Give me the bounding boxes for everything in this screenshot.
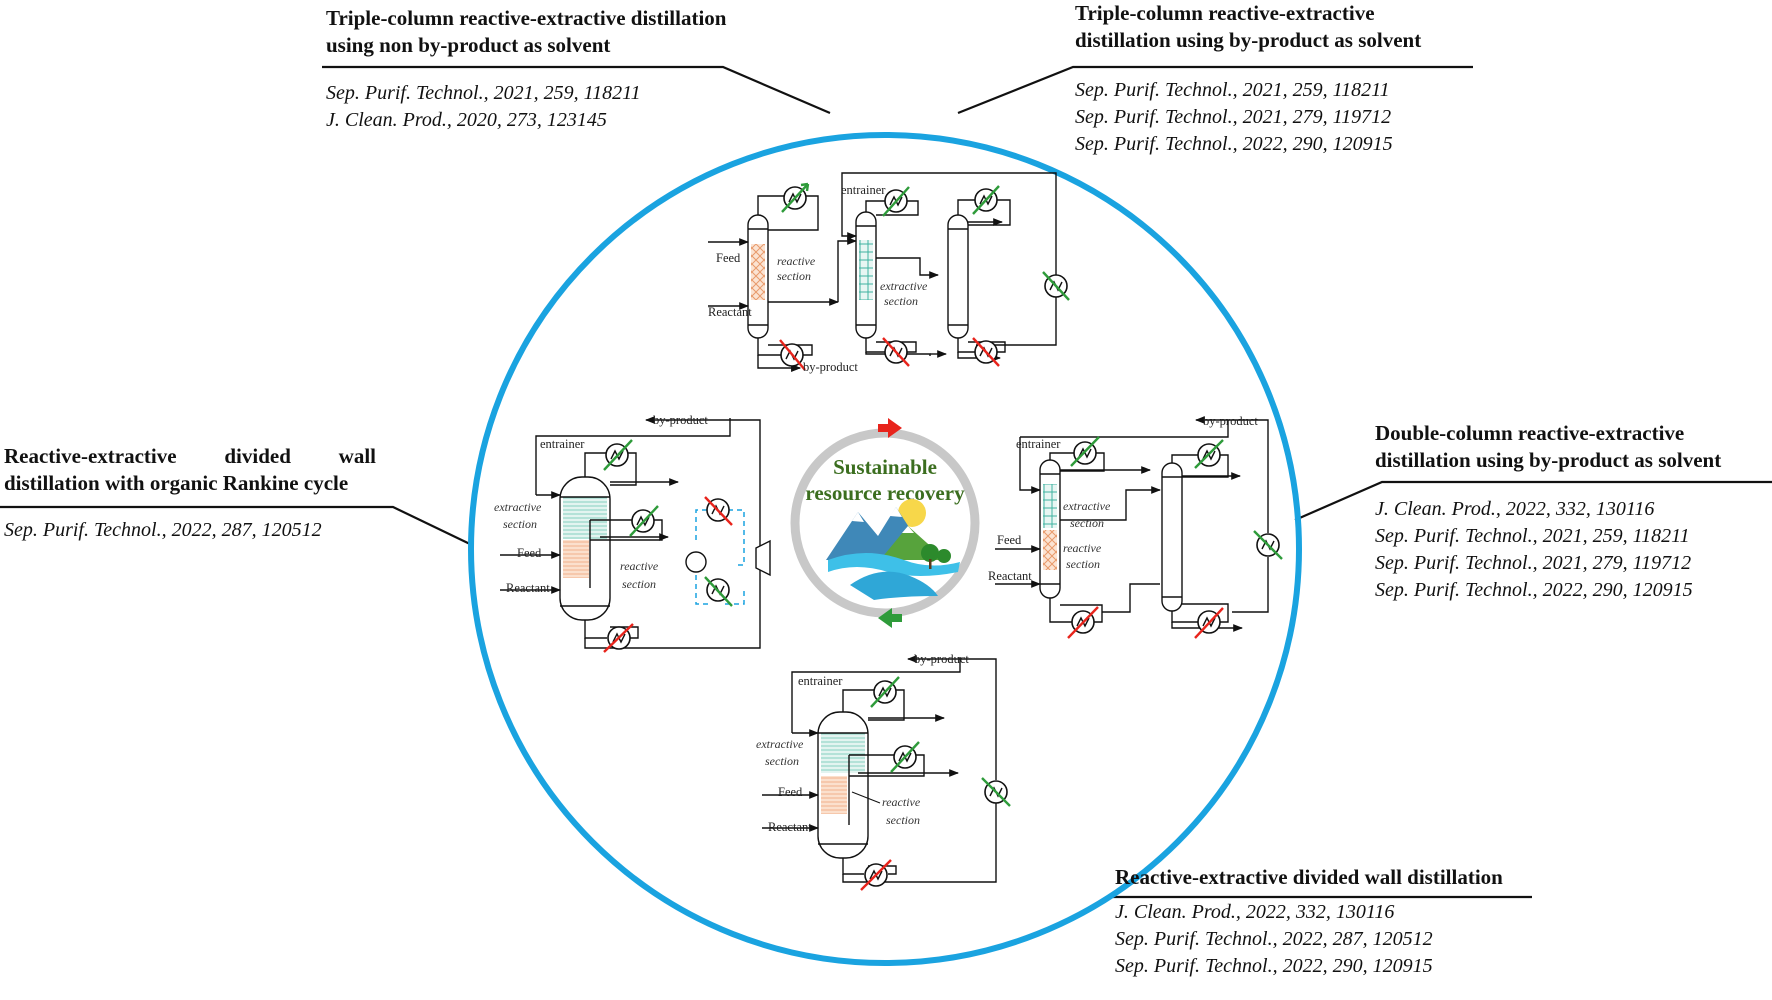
label-section: section (886, 813, 920, 827)
label-entrainer: entrainer (540, 437, 585, 451)
right-diagram-labels: by-product entrainer extractive section … (988, 414, 1258, 583)
left-diagram-heat-exchangers (605, 443, 730, 650)
bottom-diagram-labels: by-product entrainer extractive section … (756, 652, 969, 834)
label-section: section (765, 754, 799, 768)
mountain-landscape-icon (826, 499, 960, 600)
label-reactant: Reactant (506, 581, 550, 595)
caption-references: Sep. Purif. Technol., 2021, 259, 118211 … (1075, 77, 1421, 158)
caption-left: Reactive-extractive divided wall distill… (4, 443, 376, 544)
label-section: section (777, 269, 811, 283)
reference-item: Sep. Purif. Technol., 2022, 287, 120512 (4, 519, 322, 541)
reference-item: Sep. Purif. Technol., 2021, 279, 119712 (1075, 106, 1392, 128)
label-by-product: by-product (1203, 414, 1258, 428)
leader-top-left (322, 65, 831, 115)
label-section: section (622, 577, 656, 591)
arrow-top-icon (878, 418, 902, 438)
top-diagram-heat-exchangers (780, 186, 1068, 367)
top-diagram-labels: Feed Reactant reactive section extractiv… (708, 183, 928, 374)
caption-title-line: Reactive-extractive divided wall distill… (1115, 865, 1503, 889)
caption-title: Reactive-extractive divided wall distill… (1115, 864, 1503, 891)
caption-title: Triple-column reactive-extractive distil… (326, 5, 726, 59)
caption-title-line: using non by-product as solvent (326, 33, 611, 57)
label-section: section (1066, 557, 1100, 571)
orc-equipment (685, 539, 771, 577)
diagram-divided-wall-orc-left (500, 416, 761, 649)
label-section: section (1070, 516, 1104, 530)
reference-item: Sep. Purif. Technol., 2021, 259, 118211 (326, 82, 641, 104)
caption-bottom-right: Reactive-extractive divided wall distill… (1115, 864, 1503, 980)
diagram-double-column-right (995, 416, 1269, 632)
center-emblem: Sustainable resource recovery (790, 418, 980, 628)
reference-item: Sep. Purif. Technol., 2022, 287, 120512 (1115, 928, 1433, 950)
label-by-product: by-product (914, 652, 969, 666)
label-extractive: extractive (880, 279, 928, 293)
caption-title: Reactive-extractive divided wall distill… (4, 443, 376, 497)
top-diagram-arrows (779, 182, 1070, 371)
reference-item: Sep. Purif. Technol., 2022, 290, 120915 (1115, 955, 1433, 977)
arrow-bottom-icon (878, 608, 902, 628)
bottom-diagram-arrows (860, 676, 1011, 891)
caption-top-right: Triple-column reactive-extractive distil… (1075, 0, 1421, 158)
caption-title-line: distillation with organic Rankine cycle (4, 471, 349, 495)
label-feed: Feed (997, 533, 1022, 547)
label-reactant: Reactant (988, 569, 1032, 583)
label-reactive: reactive (620, 559, 659, 573)
label-feed: Feed (716, 251, 741, 265)
leader-left (0, 505, 473, 546)
bottom-diagram-heat-exchangers (864, 680, 1008, 887)
leader-top-right (957, 65, 1473, 115)
caption-references: Sep. Purif. Technol., 2022, 287, 120512 (4, 517, 376, 544)
caption-title-line: Double-column reactive-extractive (1375, 421, 1685, 445)
label-entrainer: entrainer (841, 183, 886, 197)
label-reactive: reactive (1063, 541, 1102, 555)
reference-item: Sep. Purif. Technol., 2021, 279, 119712 (1375, 552, 1692, 574)
main-circle (468, 132, 1302, 966)
caption-title-line: Triple-column reactive-extractive distil… (326, 6, 727, 30)
label-entrainer: entrainer (798, 674, 843, 688)
reference-item: J. Clean. Prod., 2022, 332, 130116 (1115, 901, 1395, 923)
reference-item: Sep. Purif. Technol., 2021, 259, 118211 (1375, 525, 1690, 547)
label-section: section (503, 517, 537, 531)
label-feed: Feed (517, 546, 542, 560)
leader-lines (0, 65, 1772, 899)
leader-right (1294, 480, 1772, 522)
label-by-product: by-product (803, 360, 858, 374)
label-entrainer: entrainer (1016, 437, 1061, 451)
label-by-product: by-product (653, 413, 708, 427)
label-reactive: reactive (882, 795, 921, 809)
right-diagram-arrows (1067, 436, 1283, 639)
label-reactant: Reactant (708, 305, 752, 319)
caption-title: Double-column reactive-extractive distil… (1375, 420, 1721, 474)
caption-title-line: distillation using by-product as solvent (1375, 448, 1722, 472)
reference-item: Sep. Purif. Technol., 2022, 290, 120915 (1375, 579, 1693, 601)
label-reactive: reactive (777, 254, 816, 268)
caption-title-line: distillation using by-product as solvent (1075, 28, 1422, 52)
caption-right: Double-column reactive-extractive distil… (1375, 420, 1721, 604)
reference-item: Sep. Purif. Technol., 2022, 290, 120915 (1075, 133, 1393, 155)
caption-references: J. Clean. Prod., 2022, 332, 130116 Sep. … (1115, 899, 1503, 980)
caption-title: Triple-column reactive-extractive distil… (1075, 0, 1421, 54)
diagram-divided-wall-bottom (762, 655, 997, 883)
reference-item: J. Clean. Prod., 2022, 332, 130116 (1375, 498, 1655, 520)
label-feed: Feed (778, 785, 803, 799)
reference-item: J. Clean. Prod., 2020, 273, 123145 (326, 109, 607, 131)
caption-top-left: Triple-column reactive-extractive distil… (326, 5, 726, 134)
label-extractive: extractive (756, 737, 804, 751)
reference-item: Sep. Purif. Technol., 2021, 259, 118211 (1075, 79, 1390, 101)
caption-title-line: Triple-column reactive-extractive (1075, 1, 1375, 25)
left-diagram-labels: by-product entrainer extractive section … (494, 413, 708, 595)
label-extractive: extractive (1063, 499, 1111, 513)
caption-references: J. Clean. Prod., 2022, 332, 130116 Sep. … (1375, 496, 1721, 604)
center-title-line-2: resource recovery (805, 481, 965, 505)
label-reactant: Reactant (768, 820, 812, 834)
center-title-line-1: Sustainable (833, 455, 937, 479)
left-diagram-arrows (603, 439, 733, 653)
label-section: section (884, 294, 918, 308)
caption-title-line: Reactive-extractive divided wall (4, 444, 376, 468)
caption-references: Sep. Purif. Technol., 2021, 259, 118211 … (326, 80, 726, 134)
diagram-triple-column-top (708, 172, 1057, 372)
label-extractive: extractive (494, 500, 542, 514)
